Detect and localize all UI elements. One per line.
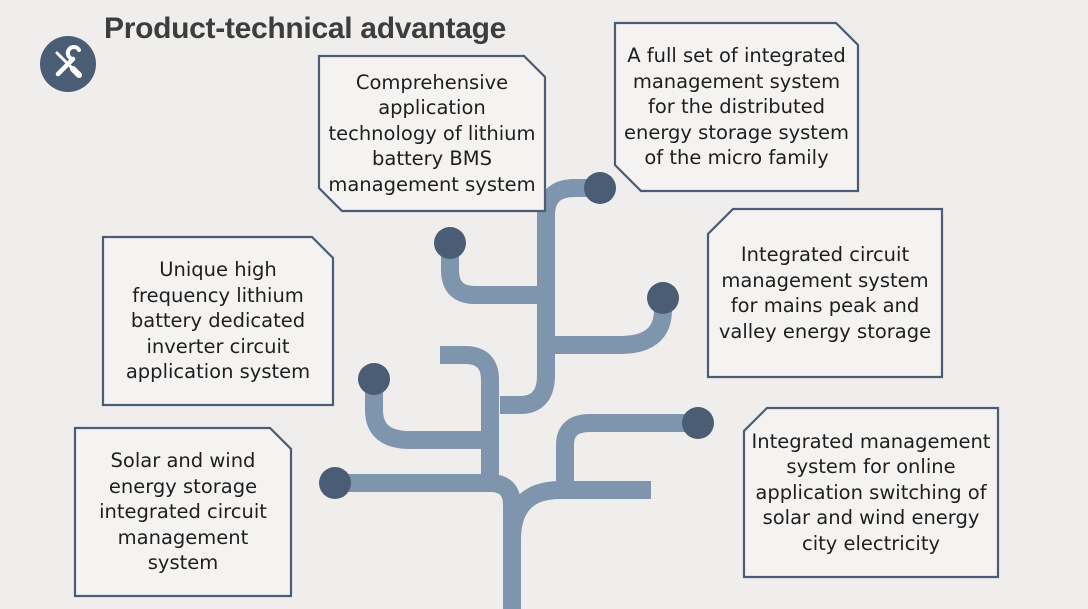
trunk	[503, 481, 651, 609]
node-mains	[647, 282, 679, 314]
tools-badge	[40, 36, 96, 92]
box-mains-text: Integrated circuit management system for…	[718, 243, 932, 343]
branch-upper-left	[441, 243, 546, 304]
node-solarwind	[319, 467, 351, 499]
branch-inverter	[365, 378, 490, 449]
box-bms-text: Comprehensive application technology of …	[328, 70, 536, 196]
box-micro: A full set of integrated management syst…	[613, 21, 860, 193]
branch-middle	[440, 346, 499, 483]
tools-icon	[55, 45, 82, 78]
box-inverter-text: Unique high frequency lithium battery de…	[125, 258, 311, 384]
branch-mains	[546, 298, 672, 354]
box-online-text: Integrated management system for online …	[751, 429, 991, 555]
node-inverter	[358, 363, 390, 395]
box-solarwind-text: Solar and wind energy storage integrated…	[99, 449, 267, 575]
box-solarwind: Solar and wind energy storage integrated…	[73, 426, 293, 598]
branch-solarwind	[335, 474, 521, 540]
page-title: Product-technical advantage	[104, 12, 506, 45]
box-micro-text: A full set of integrated management syst…	[624, 44, 849, 170]
box-online: Integrated management system for online …	[742, 406, 1000, 579]
box-mains: Integrated circuit management system for…	[706, 207, 944, 379]
node-bms	[584, 172, 616, 204]
branch-online	[556, 414, 698, 482]
box-inverter: Unique high frequency lithium battery de…	[101, 235, 335, 407]
node-upper-left	[434, 227, 466, 259]
box-bms: Comprehensive application technology of …	[317, 54, 547, 213]
node-online	[682, 407, 714, 439]
